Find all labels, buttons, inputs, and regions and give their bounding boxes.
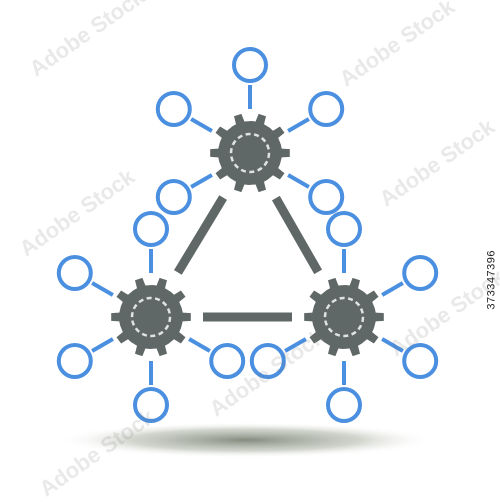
cluster-left: [56, 211, 246, 423]
spoke-top-2: [287, 117, 310, 133]
link-top-left: [174, 195, 227, 275]
node-clusters: [56, 47, 439, 423]
spoke-left-2: [91, 281, 114, 297]
node-circle-top-1: [232, 47, 268, 83]
spoke-top-5: [190, 117, 213, 133]
gear-inner-ring: [229, 132, 271, 174]
node-circle-left-5: [209, 343, 246, 379]
node-circle-right-5: [249, 343, 286, 379]
node-circle-right-4: [326, 387, 362, 423]
node-circle-top-2: [308, 91, 345, 127]
ground-shadow: [56, 422, 436, 458]
node-circle-top-4: [155, 179, 192, 215]
stock-id: 373347396: [486, 250, 498, 310]
spoke-top-4: [190, 173, 213, 189]
gear-inner-ring: [130, 296, 172, 338]
node-circle-left-1: [133, 211, 169, 247]
node-circle-left-2: [56, 255, 93, 291]
node-circle-left-4: [133, 387, 169, 423]
gear-icon: [111, 277, 191, 357]
cluster-top: [155, 47, 345, 215]
node-circle-right-1: [326, 211, 362, 247]
cluster-right: [249, 211, 439, 423]
link-top-right: [271, 195, 323, 275]
node-circle-top-3: [308, 179, 345, 215]
triangle-links: [174, 195, 323, 322]
node-circle-right-3: [402, 343, 439, 379]
spoke-left-5: [188, 337, 211, 353]
node-circle-left-3: [56, 343, 93, 379]
spoke-top-3: [287, 173, 310, 189]
spoke-right-3: [381, 337, 404, 353]
spoke-right-2: [381, 281, 404, 297]
node-circle-right-2: [402, 255, 439, 291]
gear-icon: [304, 277, 384, 357]
spoke-left-3: [91, 337, 114, 353]
node-circle-top-5: [155, 91, 192, 127]
spoke-right-5: [284, 337, 307, 353]
gear-icon: [210, 113, 290, 193]
gear-inner-ring: [323, 296, 365, 338]
